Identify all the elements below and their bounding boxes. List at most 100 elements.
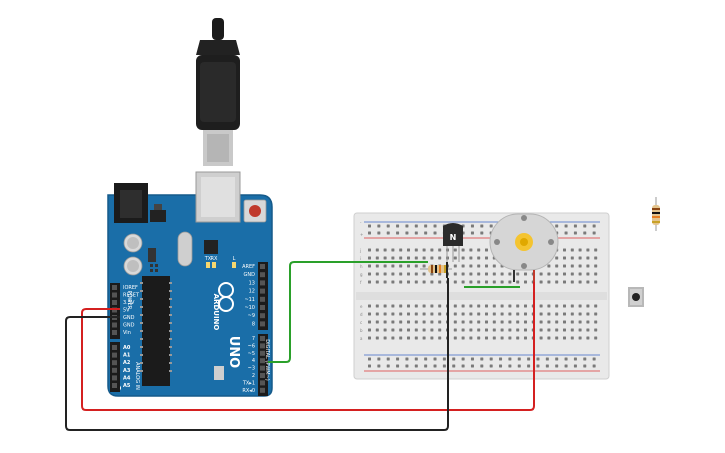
breadboard-hole[interactable] xyxy=(516,272,520,276)
rail-hole[interactable] xyxy=(386,364,390,368)
rail-hole[interactable] xyxy=(452,364,456,368)
breadboard-hole[interactable] xyxy=(368,272,371,276)
breadboard-hole[interactable] xyxy=(399,256,403,260)
breadboard-hole[interactable] xyxy=(563,280,566,284)
breadboard-hole[interactable] xyxy=(586,280,590,284)
breadboard-hole[interactable] xyxy=(547,336,551,340)
breadboard-hole[interactable] xyxy=(578,280,582,284)
breadboard-hole[interactable] xyxy=(438,336,442,340)
power-pin-socket[interactable] xyxy=(112,300,117,305)
breadboard-hole[interactable] xyxy=(438,320,442,324)
breadboard-hole[interactable] xyxy=(508,312,512,316)
rail-hole[interactable] xyxy=(564,364,568,368)
rail-hole[interactable] xyxy=(573,364,577,368)
breadboard-hole[interactable] xyxy=(477,336,481,340)
breadboard-hole[interactable] xyxy=(492,336,496,340)
breadboard-hole[interactable] xyxy=(422,256,426,260)
breadboard-hole[interactable] xyxy=(422,248,426,252)
breadboard-hole[interactable] xyxy=(414,320,418,324)
breadboard-hole[interactable] xyxy=(399,272,403,276)
breadboard-hole[interactable] xyxy=(586,328,590,332)
breadboard-hole[interactable] xyxy=(407,328,410,332)
breadboard-hole[interactable] xyxy=(383,248,387,252)
rail-hole[interactable] xyxy=(583,224,587,228)
breadboard-hole[interactable] xyxy=(570,264,574,268)
breadboard-hole[interactable] xyxy=(414,312,418,316)
rail-hole[interactable] xyxy=(433,224,437,228)
power-pin-socket[interactable] xyxy=(112,330,117,335)
rail-hole[interactable] xyxy=(583,364,587,368)
breadboard-hole[interactable] xyxy=(422,336,426,340)
breadboard-hole[interactable] xyxy=(368,264,371,268)
breadboard-hole[interactable] xyxy=(438,312,442,316)
breadboard-hole[interactable] xyxy=(539,272,543,276)
breadboard-hole[interactable] xyxy=(570,328,574,332)
breadboard-hole[interactable] xyxy=(391,272,395,276)
breadboard-hole[interactable] xyxy=(570,304,574,308)
breadboard-hole[interactable] xyxy=(368,256,371,260)
breadboard-hole[interactable] xyxy=(368,304,371,308)
breadboard-hole[interactable] xyxy=(399,248,403,252)
breadboard-hole[interactable] xyxy=(547,264,551,268)
breadboard-hole[interactable] xyxy=(391,264,395,268)
breadboard-hole[interactable] xyxy=(500,336,504,340)
breadboard-hole[interactable] xyxy=(500,320,504,324)
breadboard-hole[interactable] xyxy=(555,304,559,308)
breadboard-hole[interactable] xyxy=(469,256,473,260)
breadboard-hole[interactable] xyxy=(563,320,566,324)
breadboard-hole[interactable] xyxy=(586,256,590,260)
breadboard-hole[interactable] xyxy=(516,320,520,324)
rail-hole[interactable] xyxy=(424,231,428,235)
breadboard-hole[interactable] xyxy=(407,336,410,340)
digital-pin-socket[interactable] xyxy=(260,336,265,341)
breadboard-hole[interactable] xyxy=(477,256,481,260)
analog-pin-socket[interactable] xyxy=(112,352,117,358)
power-pin-socket[interactable] xyxy=(112,285,117,290)
breadboard-hole[interactable] xyxy=(524,320,527,324)
breadboard-hole[interactable] xyxy=(477,312,481,316)
breadboard-hole[interactable] xyxy=(453,312,457,316)
breadboard-hole[interactable] xyxy=(594,272,598,276)
rail-hole[interactable] xyxy=(564,231,568,235)
breadboard-hole[interactable] xyxy=(453,280,457,284)
breadboard-hole[interactable] xyxy=(469,312,473,316)
breadboard-hole[interactable] xyxy=(555,312,559,316)
breadboard-hole[interactable] xyxy=(563,328,566,332)
breadboard-hole[interactable] xyxy=(368,248,371,252)
breadboard-hole[interactable] xyxy=(570,312,574,316)
digital-pin-socket[interactable] xyxy=(260,380,265,386)
breadboard-hole[interactable] xyxy=(368,312,371,316)
rail-hole[interactable] xyxy=(480,364,484,368)
digital-pin-socket[interactable] xyxy=(260,365,265,371)
breadboard-hole[interactable] xyxy=(391,280,395,284)
breadboard-hole[interactable] xyxy=(547,328,551,332)
rail-hole[interactable] xyxy=(461,364,465,368)
breadboard-hole[interactable] xyxy=(586,312,590,316)
breadboard-hole[interactable] xyxy=(414,248,418,252)
rail-hole[interactable] xyxy=(396,364,400,368)
breadboard-hole[interactable] xyxy=(477,320,481,324)
breadboard-hole[interactable] xyxy=(524,304,527,308)
digital-pin-socket[interactable] xyxy=(260,305,265,310)
analog-pin-socket[interactable] xyxy=(112,383,117,388)
breadboard-hole[interactable] xyxy=(594,256,598,260)
breadboard-hole[interactable] xyxy=(407,248,410,252)
breadboard-hole[interactable] xyxy=(461,256,465,260)
rail-hole[interactable] xyxy=(377,224,381,228)
breadboard-hole[interactable] xyxy=(563,304,566,308)
digital-pin-socket[interactable] xyxy=(260,313,265,319)
breadboard-hole[interactable] xyxy=(407,280,410,284)
breadboard-hole[interactable] xyxy=(469,320,473,324)
breadboard-hole[interactable] xyxy=(375,336,379,340)
breadboard-hole[interactable] xyxy=(469,336,473,340)
breadboard-hole[interactable] xyxy=(516,336,520,340)
rail-hole[interactable] xyxy=(536,357,540,361)
breadboard-hole[interactable] xyxy=(422,304,426,308)
rail-hole[interactable] xyxy=(433,364,437,368)
breadboard-hole[interactable] xyxy=(586,272,590,276)
breadboard-hole[interactable] xyxy=(453,256,457,260)
breadboard-hole[interactable] xyxy=(563,264,566,268)
breadboard-hole[interactable] xyxy=(469,304,473,308)
breadboard-hole[interactable] xyxy=(407,320,410,324)
